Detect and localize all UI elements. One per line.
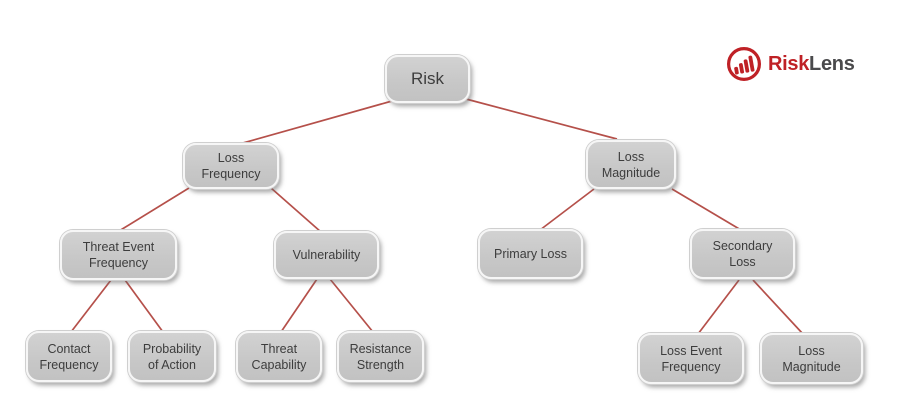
edge-tef-probability	[124, 279, 164, 333]
node-loss-magnitude[interactable]: Loss Magnitude	[586, 140, 676, 189]
node-resistance-strength[interactable]: Resistance Strength	[337, 331, 424, 382]
edge-vuln-threat-capability	[280, 278, 318, 333]
node-secondary-loss[interactable]: Secondary Loss	[690, 229, 795, 279]
edge-secondary-loss-event	[697, 279, 740, 335]
wordmark-lens: Lens	[809, 52, 855, 75]
edge-lossmag-primary	[539, 188, 595, 231]
node-loss-event-frequency[interactable]: Loss Event Frequency	[638, 333, 744, 384]
edge-risk-loss-frequency	[242, 100, 393, 144]
edge-secondary-loss-magnitude	[752, 279, 804, 335]
edge-vuln-resistance-strength	[329, 278, 374, 333]
risklens-logo: RiskLens	[725, 45, 855, 83]
edge-tef-contact	[70, 279, 112, 333]
risklens-wordmark: RiskLens	[768, 53, 855, 76]
node-probability-of-action[interactable]: Probability of Action	[128, 331, 216, 382]
node-threat-event-frequency[interactable]: Threat Event Frequency	[60, 230, 177, 280]
edge-risk-loss-magnitude	[465, 98, 618, 140]
node-vulnerability[interactable]: Vulnerability	[274, 231, 379, 279]
node-contact-frequency[interactable]: Contact Frequency	[26, 331, 112, 382]
edge-lossfreq-tef	[118, 187, 190, 232]
bar-chart-circle-icon	[726, 46, 762, 82]
edge-lossmag-secondary	[671, 188, 742, 231]
wordmark-risk: Risk	[768, 52, 810, 75]
edge-lossfreq-vulnerability	[270, 187, 322, 233]
node-risk[interactable]: Risk	[385, 55, 470, 103]
node-loss-magnitude-bottom[interactable]: Loss Magnitude	[760, 333, 863, 384]
node-primary-loss[interactable]: Primary Loss	[478, 229, 583, 279]
node-loss-frequency[interactable]: Loss Frequency	[183, 143, 279, 189]
node-threat-capability[interactable]: Threat Capability	[236, 331, 322, 382]
